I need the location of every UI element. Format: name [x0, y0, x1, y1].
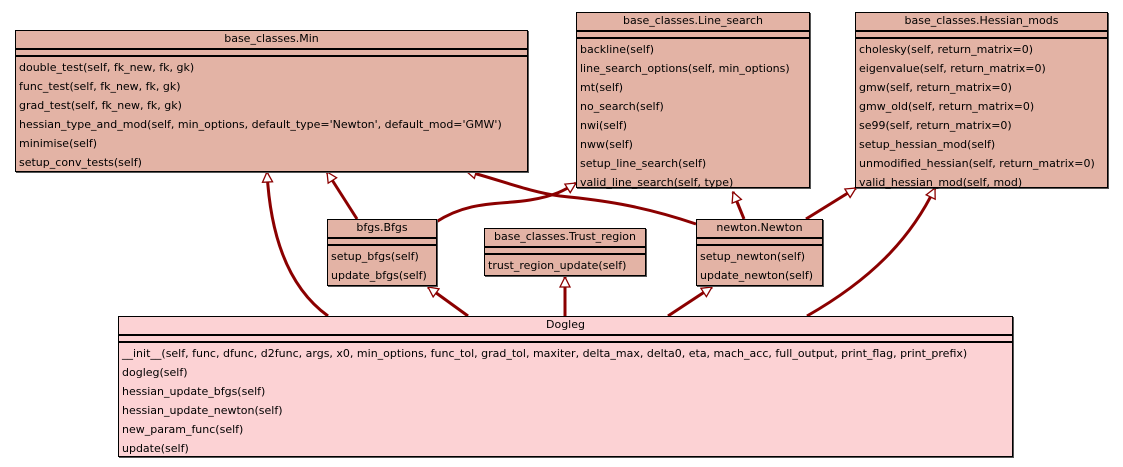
method: double_test(self, fk_new, fk, gk) — [19, 61, 195, 74]
edge-dogleg-to-newton — [667, 285, 712, 318]
methods-compartment: trust_region_update(self) — [485, 255, 645, 276]
attributes-compartment — [697, 237, 822, 246]
methods-compartment: backline(self) line_search_options(self,… — [577, 39, 809, 193]
method: valid_hessian_mod(self, mod) — [859, 176, 1023, 189]
class-base-classes-line-search[interactable]: base_classes.Line_search backline(self) … — [576, 12, 810, 189]
methods-compartment: __init__(self, func, dfunc, d2func, args… — [119, 343, 1012, 459]
methods-compartment: setup_bfgs(self) update_bfgs(self) — [328, 246, 436, 286]
attributes-compartment — [856, 30, 1107, 39]
methods-compartment: cholesky(self, return_matrix=0) eigenval… — [856, 39, 1107, 193]
method: hessian_type_and_mod(self, min_options, … — [19, 118, 502, 131]
method: setup_conv_tests(self) — [19, 156, 142, 169]
class-name: base_classes.Hessian_mods — [904, 14, 1059, 27]
method: update_bfgs(self) — [331, 269, 427, 282]
method: nww(self) — [580, 138, 633, 151]
method: unmodified_hessian(self, return_matrix=0… — [859, 157, 1095, 170]
method: backline(self) — [580, 43, 655, 56]
class-dogleg[interactable]: Dogleg __init__(self, func, dfunc, d2fun… — [118, 316, 1013, 457]
edge-newton-to-min — [466, 171, 697, 226]
method: mt(self) — [580, 81, 624, 94]
method: setup_hessian_mod(self) — [859, 138, 996, 151]
method: nwi(self) — [580, 119, 628, 132]
class-name: base_classes.Line_search — [623, 14, 763, 27]
method: dogleg(self) — [122, 366, 188, 379]
class-base-classes-min[interactable]: base_classes.Min double_test(self, fk_ne… — [15, 30, 528, 172]
method: setup_newton(self) — [700, 250, 806, 263]
method: func_test(self, fk_new, fk, gk) — [19, 80, 181, 93]
edge-dogleg-to-bfgs — [428, 285, 469, 318]
method: hessian_update_newton(self) — [122, 404, 283, 417]
edge-bfgs-to-line-search — [435, 181, 576, 224]
class-bfgs[interactable]: bfgs.Bfgs setup_bfgs(self) update_bfgs(s… — [327, 219, 437, 286]
class-base-classes-trust-region[interactable]: base_classes.Trust_region trust_region_u… — [484, 228, 646, 276]
method: eigenvalue(self, return_matrix=0) — [859, 62, 1046, 75]
method: gmw(self, return_matrix=0) — [859, 81, 1012, 94]
class-name: newton.Newton — [716, 221, 803, 234]
method: gmw_old(self, return_matrix=0) — [859, 100, 1035, 113]
edge-dogleg-to-hessian-mods — [806, 188, 937, 318]
attributes-compartment — [328, 237, 436, 246]
method: valid_line_search(self, type) — [580, 176, 734, 189]
class-name: bfgs.Bfgs — [356, 221, 408, 234]
method: cholesky(self, return_matrix=0) — [859, 43, 1034, 56]
method: new_param_func(self) — [122, 423, 244, 436]
method: line_search_options(self, min_options) — [580, 62, 790, 75]
method: se99(self, return_matrix=0) — [859, 119, 1012, 132]
edge-bfgs-to-min — [325, 172, 359, 220]
edge-newton-to-line-search — [733, 192, 746, 220]
methods-compartment: setup_newton(self) update_newton(self) — [697, 246, 822, 286]
edge-dogleg-to-min — [267, 172, 329, 318]
method: no_search(self) — [580, 100, 664, 113]
class-newton[interactable]: newton.Newton setup_newton(self) update_… — [696, 219, 823, 286]
method: minimise(self) — [19, 137, 98, 150]
attributes-compartment — [119, 334, 1012, 343]
attributes-compartment — [16, 48, 527, 57]
edge-newton-to-hessian-mods — [805, 186, 856, 221]
method: setup_bfgs(self) — [331, 250, 419, 263]
class-base-classes-hessian-mods[interactable]: base_classes.Hessian_mods cholesky(self,… — [855, 12, 1108, 189]
attributes-compartment — [485, 246, 645, 255]
method: __init__(self, func, dfunc, d2func, args… — [122, 347, 968, 360]
method: update(self) — [122, 442, 189, 455]
class-name: base_classes.Min — [224, 32, 319, 45]
class-name: base_classes.Trust_region — [494, 230, 636, 243]
class-name: Dogleg — [546, 318, 585, 331]
attributes-compartment — [577, 30, 809, 39]
method: hessian_update_bfgs(self) — [122, 385, 266, 398]
methods-compartment: double_test(self, fk_new, fk, gk) func_t… — [16, 57, 527, 173]
method: update_newton(self) — [700, 269, 814, 282]
method: grad_test(self, fk_new, fk, gk) — [19, 99, 182, 112]
method: setup_line_search(self) — [580, 157, 707, 170]
method: trust_region_update(self) — [488, 259, 627, 272]
